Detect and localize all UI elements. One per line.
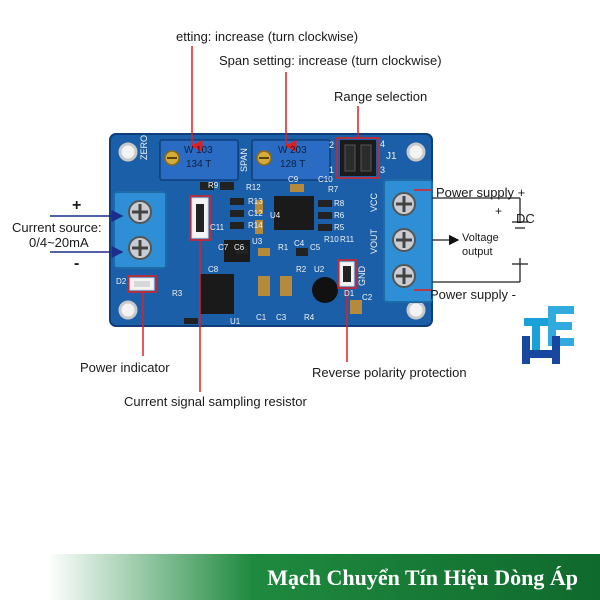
vcc-silkscreen: VCC xyxy=(369,192,379,212)
footer-title: Mạch Chuyển Tín Hiệu Dòng Áp xyxy=(267,565,578,590)
pot1-code: 103 xyxy=(196,145,213,156)
jumper-pin-2: 2 xyxy=(329,140,335,150)
part-label: R9 xyxy=(208,181,219,190)
power-indicator-label: Power indicator xyxy=(80,360,170,375)
part-label: R1 xyxy=(278,243,289,252)
current-source-label: Current source: xyxy=(12,220,102,235)
sampling-resistor-label: Current signal sampling resistor xyxy=(124,394,307,409)
zero-setting-label: etting: increase (turn clockwise) xyxy=(176,29,359,44)
part-label: R13 xyxy=(248,197,263,206)
current-range-label: 0/4~20mA xyxy=(29,235,89,250)
part-label: C5 xyxy=(310,243,321,252)
pot1-w: W xyxy=(184,145,194,156)
zero-potentiometer xyxy=(159,139,239,181)
power-supply-minus-label: Power supply - xyxy=(430,287,516,302)
pot2-code: 203 xyxy=(290,145,307,156)
part-label: C2 xyxy=(362,293,373,302)
part-label: R7 xyxy=(328,185,339,194)
part-label: C1 xyxy=(256,313,267,322)
input-arrows xyxy=(50,210,124,258)
part-label: R2 xyxy=(296,265,307,274)
brand-logo xyxy=(520,304,576,364)
part-label: D1 xyxy=(344,289,355,298)
part-label: D2 xyxy=(116,277,127,286)
reverse-polarity-label: Reverse polarity protection xyxy=(312,365,467,380)
footer-banner: Mạch Chuyển Tín Hiệu Dòng Áp xyxy=(0,554,600,600)
part-label: C10 xyxy=(318,175,333,184)
part-label: U2 xyxy=(314,265,325,274)
voltage-output-label-1: Voltage xyxy=(462,232,499,244)
part-label: R10 xyxy=(324,235,339,244)
voltage-output-label-2: output xyxy=(462,246,493,258)
part-label: R8 xyxy=(334,199,345,208)
input-minus-sign: - xyxy=(74,255,80,272)
part-label: R6 xyxy=(334,211,345,220)
gnd-silkscreen: GND xyxy=(357,266,367,286)
jumper-pin-3: 3 xyxy=(380,165,386,175)
input-terminal-block xyxy=(113,191,167,269)
dc-plus-sign: + xyxy=(495,204,503,218)
span-silkscreen: SPAN xyxy=(239,148,249,172)
jumper-pin-1: 1 xyxy=(329,165,335,175)
part-label: C7 xyxy=(218,243,229,252)
part-label: C4 xyxy=(294,239,305,248)
part-label: R5 xyxy=(334,223,345,232)
part-label: C8 xyxy=(208,265,219,274)
part-label: C11 xyxy=(210,223,225,232)
part-label: R4 xyxy=(304,313,315,322)
leader-lines xyxy=(142,46,432,392)
part-label: U4 xyxy=(270,211,281,220)
part-label: C6 xyxy=(234,243,245,252)
part-label: U1 xyxy=(230,317,241,326)
jumper-label-j1: J1 xyxy=(386,151,397,162)
part-label: C12 xyxy=(248,209,263,218)
pot1-sub: 134 T xyxy=(186,159,212,170)
part-label: C3 xyxy=(276,313,287,322)
range-jumper-header xyxy=(340,140,376,176)
part-label: R11 xyxy=(340,235,355,244)
power-supply-plus-label: Power supply + xyxy=(436,185,526,200)
vout-silkscreen: VOUT xyxy=(369,228,379,254)
pot2-w: W xyxy=(278,145,288,156)
output-wiring xyxy=(432,197,528,283)
range-selection-label: Range selection xyxy=(334,89,428,104)
part-label: R12 xyxy=(246,183,261,192)
smd-components xyxy=(129,182,362,324)
output-terminal-block xyxy=(383,179,433,303)
input-plus-sign: + xyxy=(72,197,82,214)
part-label: C9 xyxy=(288,175,299,184)
zero-silkscreen: ZERO xyxy=(139,134,149,160)
span-setting-label: Span setting: increase (turn clockwise) xyxy=(219,53,442,68)
mounting-holes xyxy=(118,142,426,320)
part-label: R14 xyxy=(248,221,263,230)
jumper-pin-4: 4 xyxy=(380,139,386,149)
dc-label: DC xyxy=(516,211,535,226)
part-label: R3 xyxy=(172,289,183,298)
pot2-sub: 128 T xyxy=(280,159,306,170)
part-label: U3 xyxy=(252,237,263,246)
